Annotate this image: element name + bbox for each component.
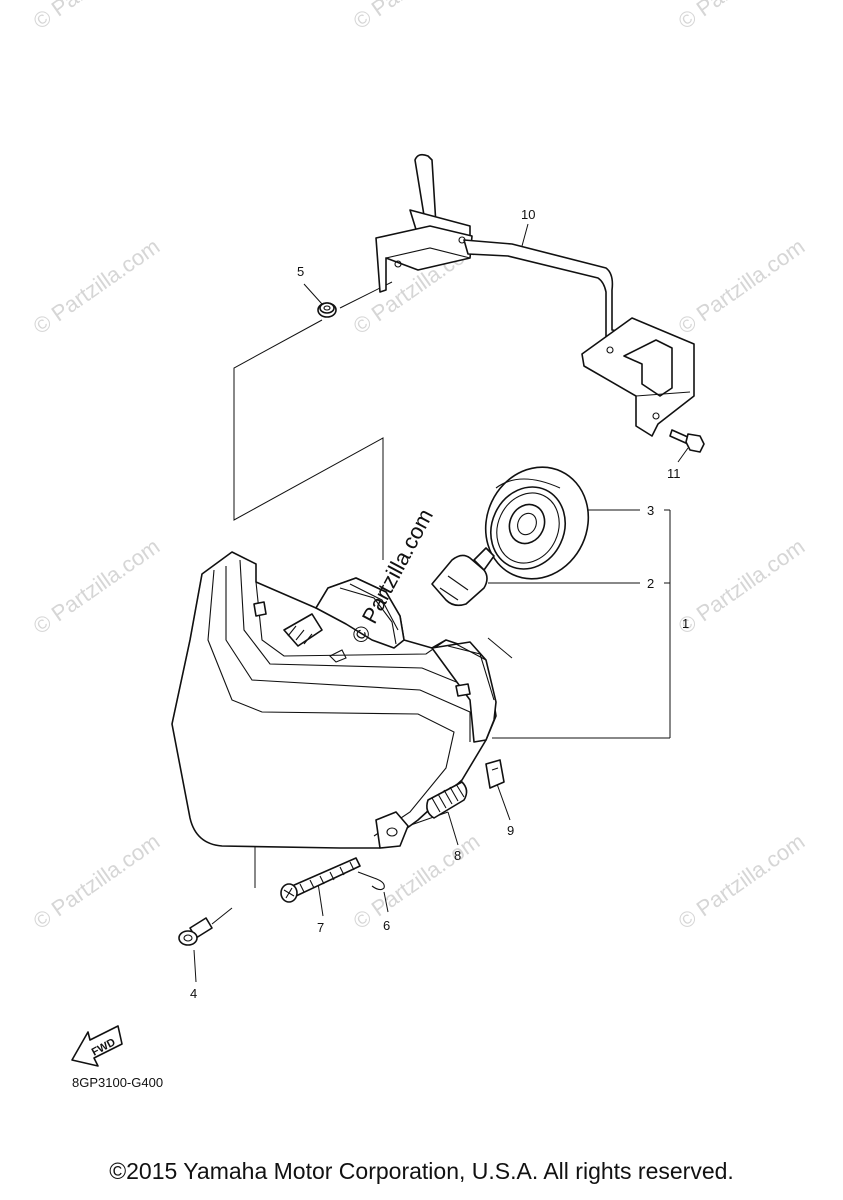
watermark: © Partzilla.com [674,234,810,340]
diagram-code: 8GP3100-G400 [72,1075,163,1090]
nut-clip [485,759,505,789]
callout-5: 5 [297,264,304,279]
grommet [317,302,337,318]
callout-10: 10 [521,207,535,222]
clip-pin [357,871,385,891]
callout-3: 3 [647,503,654,518]
fwd-arrow-icon: FWD [71,1025,123,1067]
callout-2: 2 [647,576,654,591]
adjusting-screw [280,857,361,903]
callout-9: 9 [507,823,514,838]
watermark: © Partzilla.com [674,829,810,935]
bulb-cover [484,466,590,580]
callout-7: 7 [317,920,324,935]
watermark: © Partzilla.com [349,0,485,34]
adjuster-spring [426,781,468,819]
watermark: © Partzilla.com [674,0,810,34]
watermark: © Partzilla.com [29,0,165,34]
callout-1: 1 [682,616,689,631]
headlight-stay [375,153,695,437]
callout-8: 8 [454,848,461,863]
watermark: © Partzilla.com [29,234,165,340]
copyright-notice: ©2015 Yamaha Motor Corporation, U.S.A. A… [109,1158,734,1184]
screw-4 [178,917,213,946]
callout-labels: 1 2 3 4 5 6 7 8 9 10 11 [190,207,689,1001]
watermark: © Partzilla.com [674,534,810,640]
watermark: © Partzilla.com [29,534,165,640]
callout-4: 4 [190,986,197,1001]
callout-11: 11 [667,466,681,481]
bolt-11 [669,429,705,453]
callout-6: 6 [383,918,390,933]
headlight-bulb [431,547,495,607]
watermark: © Partzilla.com [29,829,165,935]
